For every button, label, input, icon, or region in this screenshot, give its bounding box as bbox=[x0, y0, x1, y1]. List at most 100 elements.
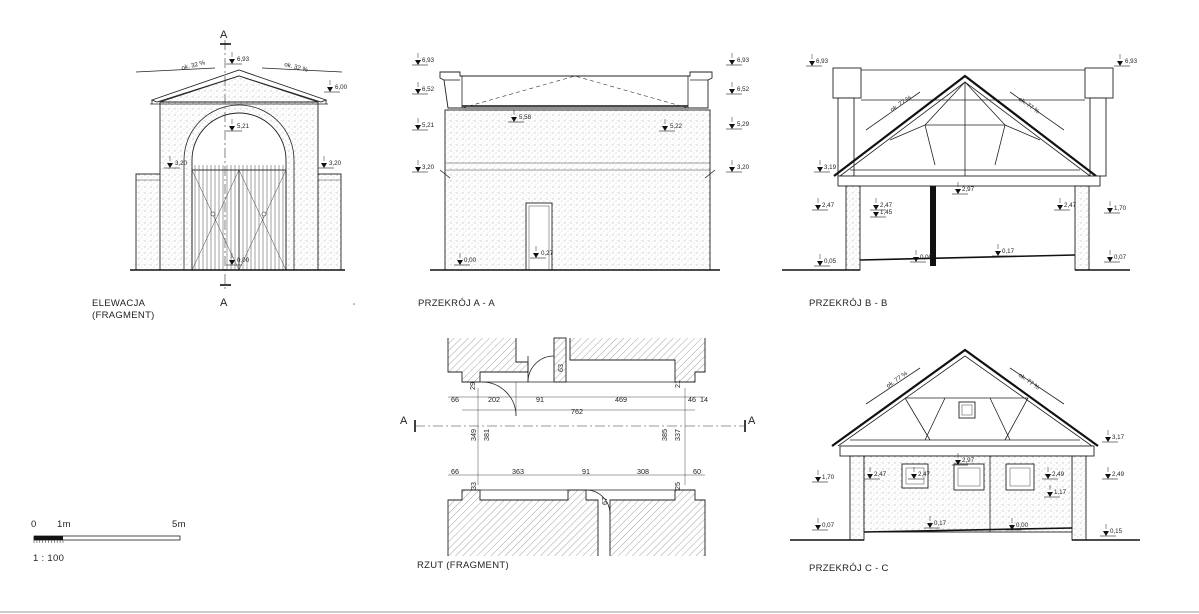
level-elew-cornice: 6,00 bbox=[335, 84, 348, 91]
level-aa-door: 0,27 bbox=[541, 250, 554, 257]
scale-5m: 5m bbox=[172, 519, 186, 530]
dim-67: 67 bbox=[600, 497, 609, 505]
level-aa-top-right: 6,93 bbox=[737, 57, 750, 64]
level-cc-wall-mid: 2,47 bbox=[918, 471, 931, 478]
level-aa-ridge: 5,58 bbox=[519, 114, 532, 121]
level-aa-mid-left: 5,21 bbox=[422, 122, 435, 129]
dim-349: 349 bbox=[469, 429, 478, 441]
floor-plan-view: A A 66 202 91 469 46 14 762 66 363 91 30… bbox=[400, 337, 756, 571]
dim-66-bottom: 66 bbox=[451, 467, 459, 476]
cc-roof bbox=[831, 348, 1099, 447]
level-bb-floor-right: 0,17 bbox=[1002, 248, 1015, 255]
elevation-title-line2: (FRAGMENT) bbox=[92, 310, 155, 321]
dim-63: 63 bbox=[556, 364, 565, 372]
section-bb-view: 6,93 6,93 3,19 2,97 2,47 2,47 1,45 2,47 … bbox=[782, 53, 1138, 309]
level-aa-ground: 0,00 bbox=[464, 257, 477, 264]
dim-91-top: 91 bbox=[536, 395, 544, 404]
scale-1m: 1m bbox=[57, 519, 71, 530]
dim-762: 762 bbox=[571, 407, 583, 416]
level-cc-floor-b: 0,00 bbox=[1016, 522, 1029, 529]
section-cc-title: PRZEKRÓJ C - C bbox=[809, 563, 889, 574]
bb-roof bbox=[833, 74, 1097, 177]
cc-right-wall bbox=[1071, 455, 1087, 541]
dim-469: 469 bbox=[615, 395, 627, 404]
level-bb-wall-right: 2,47 bbox=[1064, 202, 1077, 209]
level-bb-eave: 3,19 bbox=[824, 164, 837, 171]
pediment-cornice bbox=[150, 69, 328, 103]
section-cc-view: ok. 77 % ok. 77 % 3,17 2,97 2,47 2,47 2,… bbox=[790, 348, 1140, 574]
level-bb-floor-mid: 0,00 bbox=[920, 254, 933, 261]
level-bb-top-left: 6,93 bbox=[816, 58, 829, 65]
level-cc-wall-left: 2,47 bbox=[874, 471, 887, 478]
dim-46: 46 bbox=[688, 395, 696, 404]
level-cc-ground-left: 0,07 bbox=[822, 522, 835, 529]
level-bb-window: 1,45 bbox=[880, 209, 893, 216]
slope-label-left: ok. 32 % bbox=[181, 59, 207, 72]
plan-bottom-left-wall bbox=[447, 489, 599, 556]
elevation-view: A A ok. 32 % ok. 32 % 6,93 6,00 5,21 3,2… bbox=[92, 29, 348, 321]
level-elew-wall-left: 3,20 bbox=[175, 160, 188, 167]
dim-381: 381 bbox=[482, 429, 491, 441]
level-aa-wall-left: 3,20 bbox=[422, 164, 435, 171]
slope-label-right: ok. 32 % bbox=[284, 61, 310, 74]
level-bb-top-right: 6,93 bbox=[1125, 58, 1138, 65]
bb-right-pillar bbox=[1089, 97, 1107, 177]
level-aa-top-left: 6,93 bbox=[422, 57, 435, 64]
gate-bars bbox=[194, 165, 284, 270]
level-elew-top: 6,93 bbox=[237, 56, 250, 63]
level-bb-ground-left: 0,05 bbox=[824, 258, 837, 265]
section-mark-a-bottom: A bbox=[220, 297, 228, 309]
dim-308: 308 bbox=[637, 467, 649, 476]
level-bb-wall-mid: 2,47 bbox=[880, 202, 893, 209]
dim-60: 60 bbox=[693, 467, 701, 476]
level-cc-window: 1,17 bbox=[1054, 489, 1067, 496]
dim-66-top: 66 bbox=[451, 395, 459, 404]
dim-337: 337 bbox=[673, 429, 682, 441]
section-aa-title: PRZEKRÓJ A - A bbox=[418, 298, 495, 309]
pediment-tympanum bbox=[159, 75, 319, 103]
dim-14: 14 bbox=[700, 395, 708, 404]
aa-gable-wall bbox=[444, 109, 711, 271]
level-bb-ceiling: 2,97 bbox=[962, 186, 975, 193]
plan-bottom-right-wall bbox=[609, 489, 706, 556]
level-bb-wall-left: 2,47 bbox=[822, 202, 835, 209]
bb-slope-right: ok. 77 % bbox=[1017, 96, 1041, 116]
dim-21: 21 bbox=[673, 380, 682, 388]
aa-cornice bbox=[439, 71, 713, 109]
level-bb-ground-right: 0,07 bbox=[1114, 254, 1127, 261]
section-aa-view: 6,93 6,52 5,21 3,20 0,00 5,58 0,27 6,93 … bbox=[411, 52, 750, 309]
elevation-title-line1: ELEWACJA bbox=[92, 298, 146, 309]
level-elew-ground: 0,00 bbox=[237, 257, 250, 264]
plan-section-mark-left: A bbox=[400, 415, 408, 427]
level-cc-wall-right-b: 2,49 bbox=[1112, 471, 1125, 478]
bb-left-pillar bbox=[837, 97, 855, 177]
level-elew-wall-right: 3,20 bbox=[329, 160, 342, 167]
bb-slope-left: ok. 77 % bbox=[889, 94, 913, 114]
section-mark-a-top: A bbox=[220, 29, 228, 41]
dim-29: 29 bbox=[468, 382, 477, 390]
level-aa-mid-right-a: 5,22 bbox=[670, 123, 683, 130]
level-aa-eave-right: 6,52 bbox=[737, 86, 750, 93]
bb-right-wall bbox=[1074, 185, 1090, 271]
bb-left-wall bbox=[845, 185, 861, 271]
dim-91-bottom: 91 bbox=[582, 467, 590, 476]
plan-top-right-wall bbox=[569, 338, 706, 383]
dim-25: 25 bbox=[673, 482, 682, 490]
plan-section-mark-right: A bbox=[748, 415, 756, 427]
level-cc-left-ext: 1,70 bbox=[822, 474, 835, 481]
scale-bar: 0 1m 5m 1 : 100 bbox=[31, 519, 186, 564]
level-aa-eave-left: 6,52 bbox=[422, 86, 435, 93]
level-cc-wall-right-a: 2,49 bbox=[1052, 471, 1065, 478]
scale-zero: 0 bbox=[31, 519, 37, 530]
level-cc-ground-right: 0,15 bbox=[1110, 528, 1123, 535]
level-aa-wall-right: 3,20 bbox=[737, 164, 750, 171]
level-aa-mid-right-b: 5,29 bbox=[737, 121, 750, 128]
level-cc-eave: 3,17 bbox=[1112, 434, 1125, 441]
level-cc-floor-a: 0,17 bbox=[934, 520, 947, 527]
level-cc-ceiling: 2,97 bbox=[962, 457, 975, 464]
aa-door bbox=[525, 202, 553, 271]
dim-202: 202 bbox=[488, 395, 500, 404]
cc-slope-left: ok. 77 % bbox=[885, 370, 909, 390]
dim-363: 363 bbox=[512, 467, 524, 476]
